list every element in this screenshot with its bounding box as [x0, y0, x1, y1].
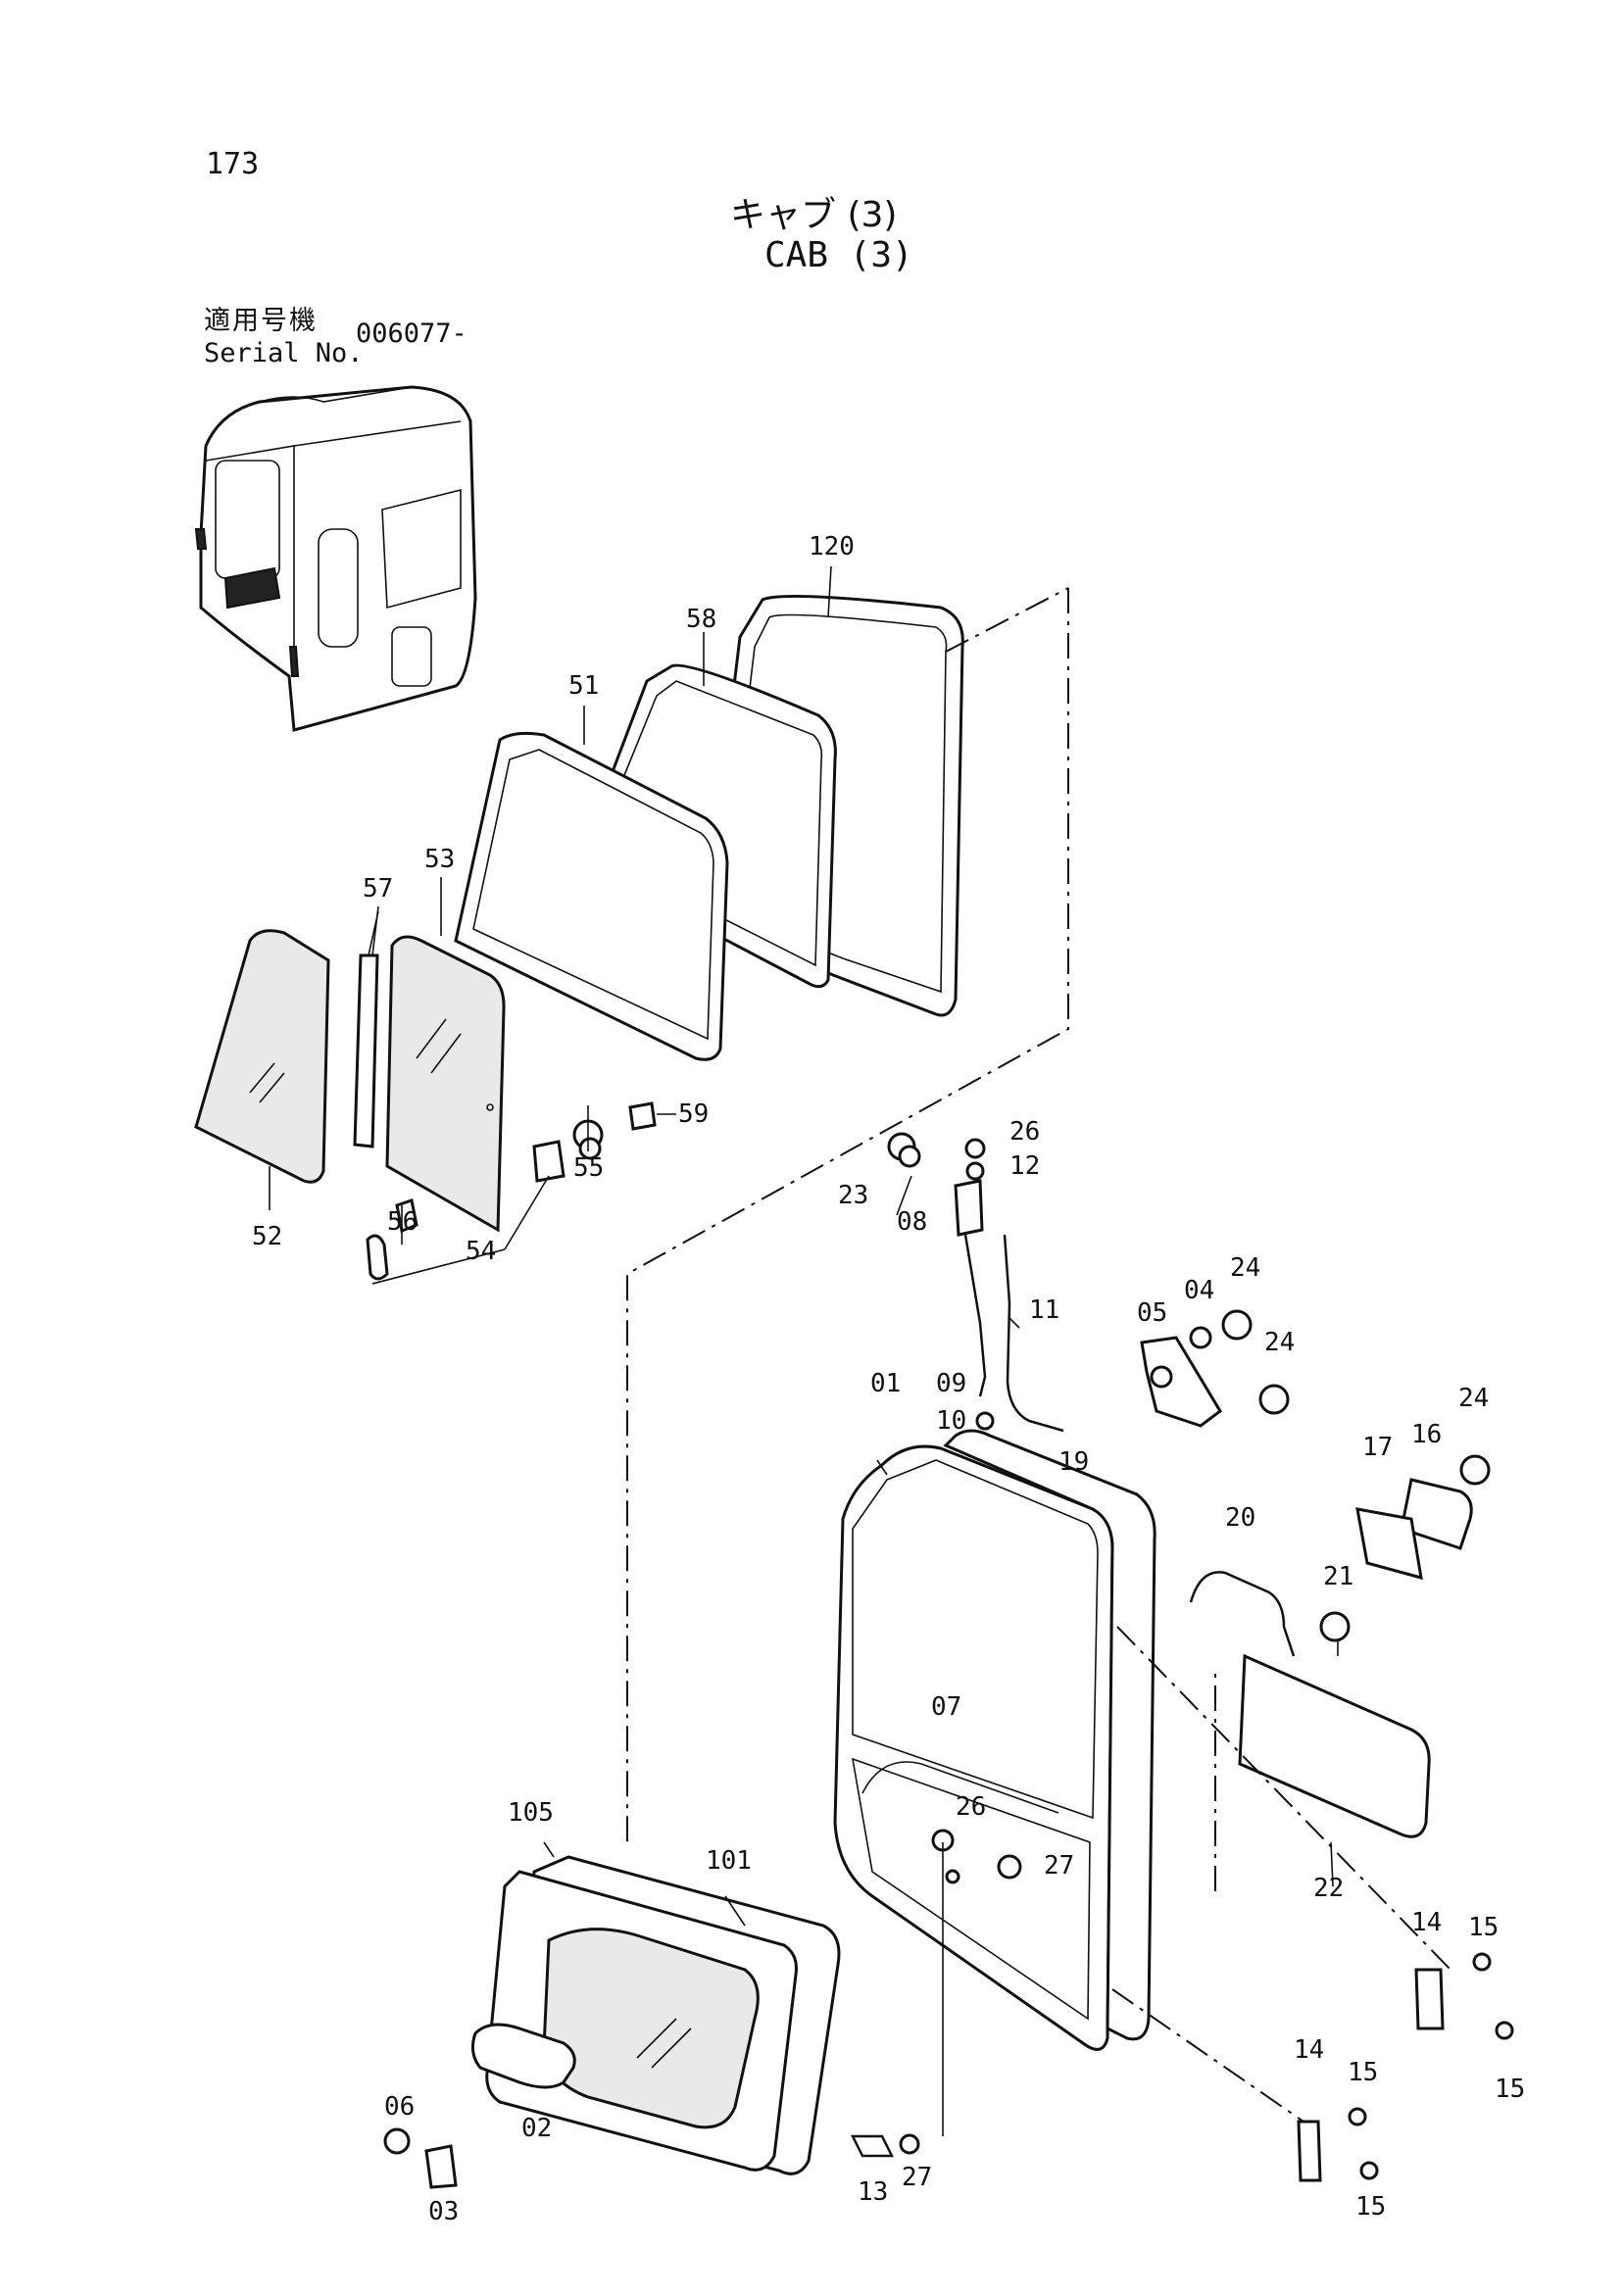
callout-07: 07 — [931, 1692, 961, 1722]
door-lock-assembly — [1140, 1309, 1290, 1428]
callout-04: 04 — [1184, 1276, 1214, 1305]
part-51-window-frame — [454, 731, 729, 1061]
door-hinges — [1297, 1952, 1514, 2182]
callout-120: 120 — [809, 532, 855, 562]
callout-14-a: 14 — [1411, 1908, 1442, 1937]
callout-19: 19 — [1058, 1447, 1089, 1477]
callout-15-b: 15 — [1495, 2075, 1525, 2104]
part-53-glass-panel — [385, 935, 506, 1233]
callout-26-mid: 26 — [956, 1792, 986, 1822]
leader-lines — [269, 565, 1339, 2136]
callout-labels: 120 58 51 53 57 52 56 54 55 59 26 12 23 … — [252, 532, 1525, 2226]
cab-overview-illustration — [194, 385, 477, 732]
callout-13: 13 — [858, 2177, 888, 2207]
part-20-handle — [1189, 1571, 1351, 1657]
callout-27-bottom: 27 — [902, 2163, 932, 2192]
callout-52: 52 — [252, 1222, 282, 1251]
part-13-rod — [850, 2133, 920, 2158]
part-22-inner-panel — [1238, 1653, 1431, 1838]
callout-51: 51 — [568, 671, 599, 701]
callout-03: 03 — [428, 2197, 459, 2226]
callout-09: 09 — [936, 1369, 966, 1398]
callout-14-b: 14 — [1294, 2035, 1324, 2065]
callout-101: 101 — [706, 1846, 752, 1876]
assembly-guide-lines — [626, 587, 1451, 2123]
small-hardware-parts — [366, 1101, 657, 1281]
part-16-17-covers — [1355, 1454, 1491, 1581]
serial-label-english: Serial No. — [204, 338, 364, 368]
callout-24-b: 24 — [1264, 1328, 1295, 1357]
part-57-glass-strip — [353, 910, 379, 1148]
part-105-lower-window — [485, 1855, 841, 2175]
callout-22: 22 — [1313, 1874, 1344, 1903]
callout-59: 59 — [678, 1099, 709, 1129]
callout-24-c: 24 — [1458, 1384, 1489, 1413]
serial-label-japanese: 適用号機 — [204, 306, 318, 336]
callout-17: 17 — [1362, 1433, 1393, 1462]
callout-58: 58 — [686, 605, 716, 634]
lock-rod-assembly — [887, 1132, 1064, 1433]
callout-10: 10 — [936, 1406, 966, 1436]
callout-12: 12 — [1009, 1151, 1040, 1181]
callout-01: 01 — [870, 1369, 901, 1398]
callout-11: 11 — [1029, 1295, 1059, 1325]
callout-54: 54 — [466, 1237, 496, 1266]
callout-15-a: 15 — [1468, 1913, 1499, 1942]
callout-06: 06 — [384, 2092, 415, 2122]
callout-23: 23 — [838, 1181, 868, 1210]
callout-26-top: 26 — [1009, 1117, 1040, 1147]
inner-handle-parts — [383, 2023, 576, 2189]
callout-21: 21 — [1323, 1562, 1353, 1591]
callout-55: 55 — [573, 1153, 604, 1183]
callout-20: 20 — [1225, 1503, 1255, 1533]
callout-15-d: 15 — [1355, 2192, 1386, 2222]
callout-53: 53 — [424, 845, 455, 874]
callout-16: 16 — [1411, 1420, 1442, 1449]
serial-number-value: 006077- — [356, 318, 467, 349]
callout-08: 08 — [897, 1207, 927, 1237]
part-19-door-seal — [943, 1429, 1156, 2041]
diagram-title-english: CAB (3) — [764, 235, 913, 275]
page-number: 173 — [206, 147, 260, 181]
callout-05: 05 — [1137, 1298, 1167, 1328]
part-01-door-assembly — [833, 1444, 1114, 2051]
callout-105: 105 — [508, 1798, 554, 1828]
callout-15-c: 15 — [1348, 2058, 1378, 2087]
callout-24-a: 24 — [1230, 1253, 1260, 1283]
diagram-title-japanese: キャブ (3) — [730, 195, 898, 235]
callout-27-mid: 27 — [1044, 1851, 1074, 1881]
callout-02: 02 — [521, 2114, 552, 2143]
part-52-glass-panel — [194, 929, 330, 1184]
callout-56: 56 — [387, 1207, 418, 1237]
callout-57: 57 — [363, 874, 393, 904]
